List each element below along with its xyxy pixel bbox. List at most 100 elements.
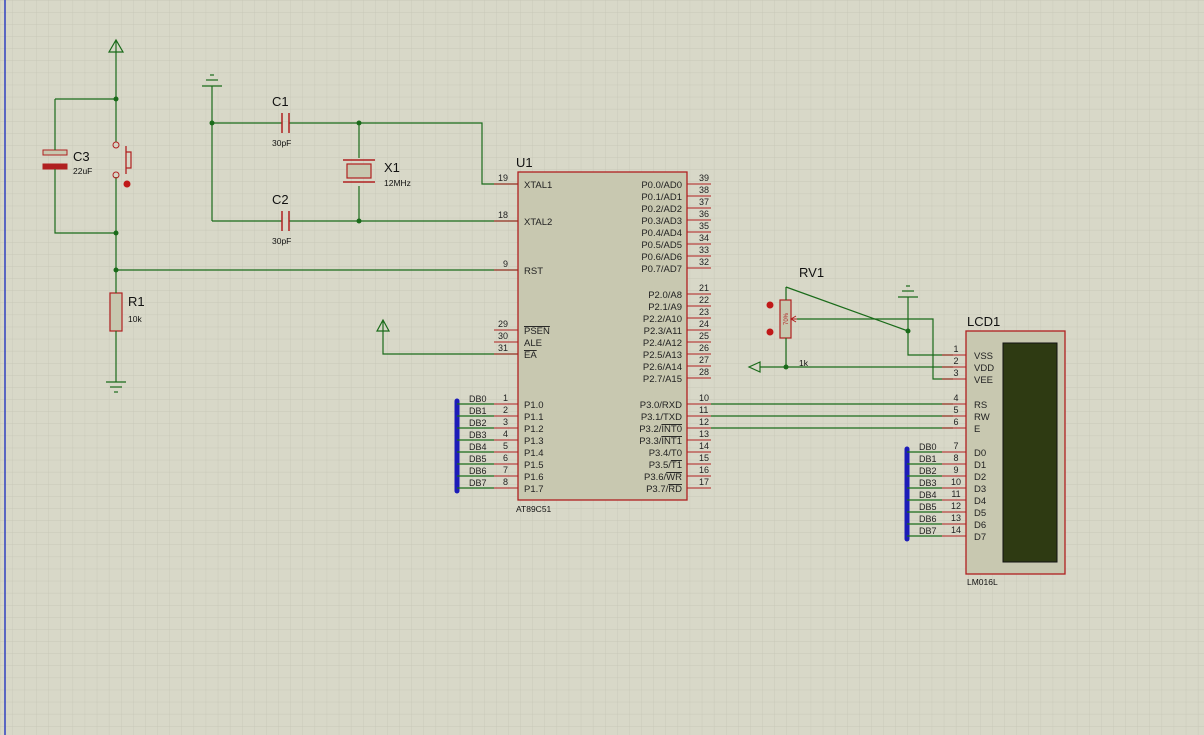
vdd-power-icon[interactable] [747,361,761,373]
lcd-pin-number: 4 [953,393,958,403]
reset-button[interactable] [112,141,132,188]
reset-circuit: C3 22uF R1 10k [42,38,518,393]
lcd-pin-number: 7 [953,441,958,451]
u1-pin-name: P3.6/WR [644,472,682,483]
u1-pin-2[interactable]: 2P1.1 [494,405,544,423]
lcd-pin-6[interactable]: 6E [942,417,980,435]
u1-pin-5[interactable]: 5P1.4 [494,441,544,459]
c2-capacitor[interactable]: C2 30pF [272,192,291,246]
u1-pin-number: 34 [699,233,709,243]
lcd-pin-name: E [974,424,980,435]
u1-pin-number: 39 [699,173,709,183]
u1-pin-1[interactable]: 1P1.0 [494,393,544,411]
lcd-pin-name: D7 [974,532,986,543]
lcd-pin-9[interactable]: 9D2 [942,465,986,483]
u1-pin-6[interactable]: 6P1.5 [494,453,544,471]
lcd-bus-label: DB5 [919,502,937,512]
u1-pin-number: 31 [498,343,508,353]
u1-pin-name: P3.7/RD [646,484,682,495]
ground-icon[interactable] [106,381,126,393]
control-lines [711,403,953,429]
u1-pin-number: 24 [699,319,709,329]
lcd-bus-label: DB4 [919,490,937,500]
lcd-bus-label: DB3 [919,478,937,488]
rv1-increase-icon[interactable] [766,301,774,309]
lcd-pin-5[interactable]: 5RW [942,405,990,423]
u1-pin-name: ALE [524,338,542,349]
c3-capacitor[interactable]: C3 22uF [42,148,92,176]
rv1-decrease-icon[interactable] [766,328,774,336]
u1-bus-label: DB2 [469,418,487,428]
lcd-pin-4[interactable]: 4RS [942,393,987,411]
button-actuator-icon[interactable] [123,180,131,188]
lcd-pin-7[interactable]: 7D0 [942,441,986,459]
u1-pin-number: 25 [699,331,709,341]
rv1-ref: RV1 [799,265,824,280]
lcd-ground-icon[interactable] [898,285,918,298]
u1-pin-7[interactable]: 7P1.6 [494,465,544,483]
u1-pin-8[interactable]: 8P1.7 [494,477,544,495]
lcd-pin-name: D1 [974,460,986,471]
u1-pin-name: EA [524,350,537,361]
x1-crystal[interactable]: X1 12MHz [343,159,411,188]
u1-bus-label: DB1 [469,406,487,416]
lcd-screen [1002,342,1058,563]
lcd1-display[interactable]: LCD1 LM016L 1VSS2VDD3VEE4RS5RW6E7D08D19D… [904,314,1066,587]
u1-pin-name: P1.3 [524,436,544,447]
u1-pin-number: 10 [699,393,709,403]
lcd-pin-8[interactable]: 8D1 [942,453,986,471]
u1-pin-3[interactable]: 3P1.2 [494,417,544,435]
r1-resistor[interactable]: R1 10k [109,292,145,332]
u1-pin-number: 37 [699,197,709,207]
u1-microcontroller[interactable]: U1 AT89C51 19XTAL118XTAL29RST29PSEN30ALE… [454,155,711,514]
vcc-power-icon[interactable] [107,38,125,53]
u1-pin-name: P3.5/T1 [649,460,682,471]
u1-pin-4[interactable]: 4P1.3 [494,429,544,447]
rv1-potentiometer[interactable]: 70% RV1 1k [766,265,825,368]
c1-capacitor[interactable]: C1 30pF [272,94,291,148]
lcd-pin-name: RW [974,412,990,423]
lcd1-part: LM016L [967,577,998,587]
u1-pin-number: 32 [699,257,709,267]
